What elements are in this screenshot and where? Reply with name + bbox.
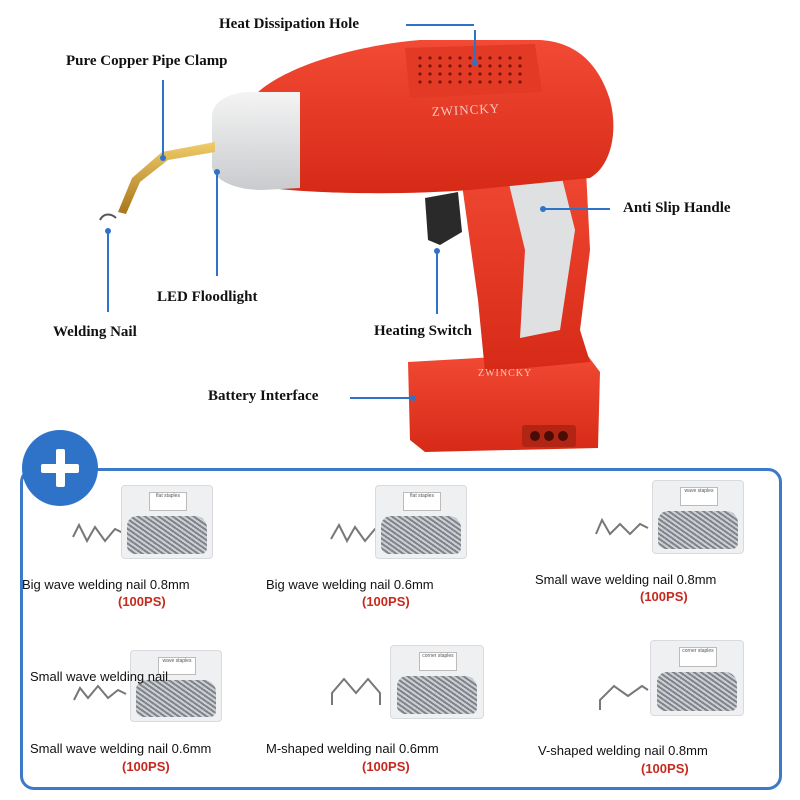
product-item-2: flat staples <box>325 485 485 565</box>
v-shaped-nail-icon <box>599 684 649 710</box>
wave-nail-icon <box>73 684 127 701</box>
anti-slip-insert <box>488 150 575 338</box>
product-name-6: V-shaped welding nail 0.8mm <box>538 743 708 758</box>
product-name-2: Big wave welding nail 0.6mm <box>266 577 434 592</box>
product-qty-6: (100PS) <box>641 761 689 776</box>
wave-nail-icon <box>595 517 649 536</box>
callout-led-floodlight: LED Floodlight <box>157 289 258 305</box>
product-item-4: wave staples <box>70 650 230 730</box>
product-qty-2: (100PS) <box>362 594 410 609</box>
brand-logo-small: ZWINCKY <box>478 368 532 379</box>
callout-welding-nail: Welding Nail <box>53 324 137 340</box>
product-name-4: Small wave welding nail 0.6mm <box>30 741 212 756</box>
callout-pure-copper-pipe-clamp: Pure Copper Pipe Clamp <box>66 53 228 69</box>
product-qty-5: (100PS) <box>362 759 410 774</box>
heat-gun-illustration: ZWINCKY ZWINCKY <box>99 40 614 452</box>
product-item-5: corner staples <box>328 645 488 725</box>
callout-heat-dissipation-hole: Heat Dissipation Hole <box>219 16 360 32</box>
copper-pipe-clamp <box>118 142 215 214</box>
accessories-panel <box>20 468 782 790</box>
m-shaped-nail-icon <box>331 677 381 705</box>
product-qty-3: (100PS) <box>640 589 688 604</box>
product-item-6: corner staples <box>594 640 754 720</box>
callout-anti-slip-handle: Anti Slip Handle <box>623 200 731 216</box>
product-item-1: flat staples <box>65 485 225 565</box>
plus-icon <box>22 430 98 506</box>
product-name-4-overlay: Small wave welding nail <box>30 669 169 684</box>
wave-nail-icon <box>72 522 124 544</box>
callout-battery-interface: Battery Interface <box>208 388 319 404</box>
product-qty-4: (100PS) <box>122 759 170 774</box>
product-name-5: M-shaped welding nail 0.6mm <box>266 741 439 756</box>
heat-dissipation-holes <box>418 56 522 84</box>
product-name-1: Big wave welding nail 0.8mm <box>22 577 190 592</box>
nose-cap <box>212 91 300 190</box>
product-item-3: wave staples <box>592 480 752 560</box>
product-qty-1: (100PS) <box>118 594 166 609</box>
welding-nail-tip <box>99 213 117 221</box>
brand-logo: ZWINCKY <box>431 100 500 119</box>
callout-heating-switch: Heating Switch <box>374 323 472 339</box>
heating-switch-trigger <box>425 192 462 245</box>
product-name-3: Small wave welding nail 0.8mm <box>535 572 717 587</box>
